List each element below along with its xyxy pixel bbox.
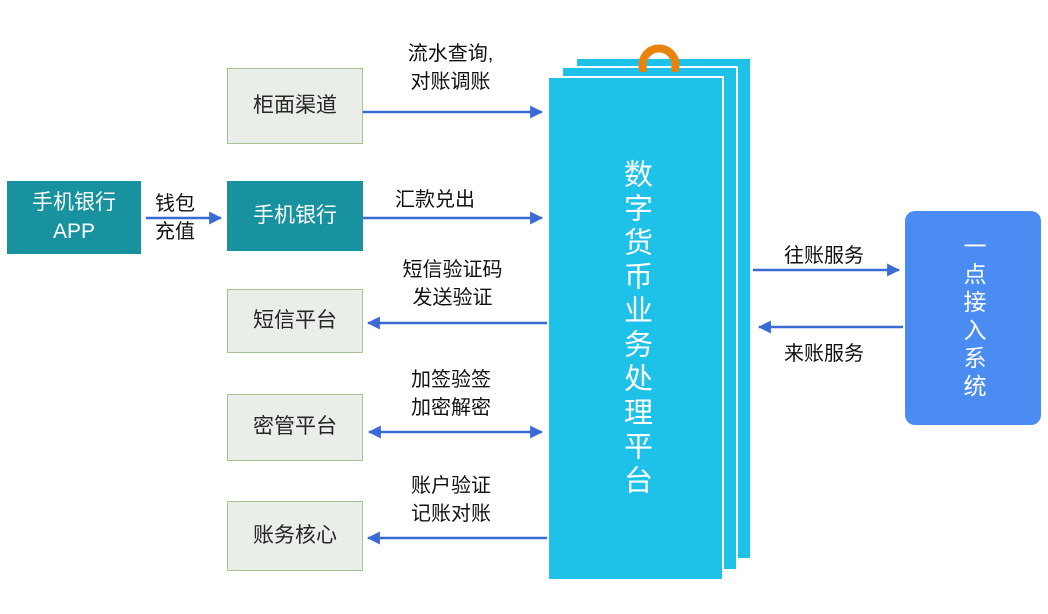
binder-ring-icon — [638, 44, 680, 72]
sms-flow-label: 短信验证码 发送验证 — [385, 256, 520, 313]
counter-flow-line2: 对账调账 — [410, 71, 491, 94]
sms-platform-node: 短信平台 — [227, 289, 363, 353]
incoming-service-text: 来账服务 — [784, 343, 864, 365]
access-system-node: 一点接入系统 — [905, 211, 1041, 425]
platform-label: 数字货币业务处理平台 — [619, 158, 652, 499]
outgoing-service-label: 往账服务 — [778, 242, 870, 270]
mobile-app-node: 手机银行 APP — [7, 181, 141, 254]
remittance-flow-label: 汇款兑出 — [375, 186, 495, 214]
crypto-flow-label: 加签验签 加密解密 — [390, 366, 512, 423]
mobile-app-label-line1: 手机银行 — [32, 191, 116, 215]
counter-channel-label: 柜面渠道 — [253, 93, 337, 117]
accounting-core-node: 账务核心 — [227, 501, 363, 571]
remittance-flow-line1: 汇款兑出 — [395, 189, 475, 211]
access-system-label: 一点接入系统 — [960, 234, 986, 402]
counter-channel-node: 柜面渠道 — [227, 68, 363, 144]
outgoing-service-text: 往账服务 — [784, 245, 864, 267]
counter-flow-label: 流水查询, 对账调账 — [388, 40, 513, 97]
key-management-node: 密管平台 — [227, 394, 363, 461]
incoming-service-label: 来账服务 — [778, 340, 870, 368]
wallet-topup-label: 钱包 充值 — [146, 190, 204, 247]
wallet-topup-line2: 充值 — [155, 221, 195, 244]
counter-flow-line1: 流水查询, — [407, 43, 494, 65]
sms-platform-label: 短信平台 — [253, 308, 337, 332]
sms-flow-line2: 发送验证 — [412, 287, 493, 310]
mobile-bank-node: 手机银行 — [227, 181, 363, 251]
mobile-app-label-line2: APP — [52, 219, 96, 243]
accounting-flow-label: 账户验证 记账对账 — [390, 472, 512, 529]
accounting-flow-line2: 记账对账 — [411, 503, 491, 526]
key-management-label: 密管平台 — [253, 415, 337, 439]
platform-node: 数字货币业务处理平台 — [547, 76, 724, 581]
mobile-bank-label: 手机银行 — [253, 203, 337, 227]
crypto-flow-line1: 加签验签 — [411, 369, 491, 391]
accounting-flow-line1: 账户验证 — [411, 475, 491, 497]
crypto-flow-line2: 加密解密 — [411, 397, 491, 420]
wallet-topup-line1: 钱包 — [155, 193, 195, 215]
accounting-core-label: 账务核心 — [253, 523, 337, 547]
sms-flow-line1: 短信验证码 — [402, 259, 503, 281]
